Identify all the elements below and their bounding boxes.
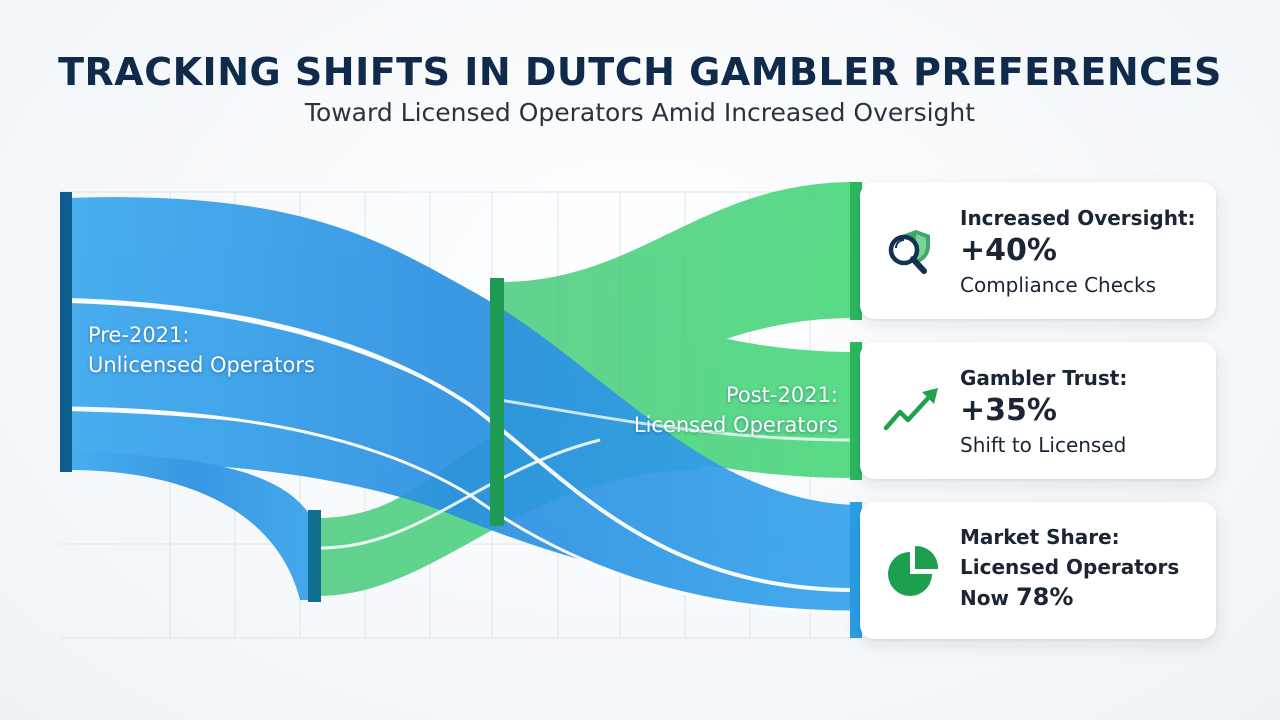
target-oversight-bar: [850, 182, 862, 320]
card-line3: Now 78%: [960, 582, 1206, 613]
flow-unlicensed-upper: [68, 197, 855, 590]
target-label-line2: Licensed Operators: [633, 413, 838, 437]
magnifier-shield-icon: [888, 230, 930, 274]
card-gambler-trust: Gambler Trust: +35% Shift to Licensed: [860, 342, 1216, 479]
target-label-line1: Post-2021:: [725, 383, 838, 407]
card-line3-prefix: Now: [960, 586, 1009, 610]
card-heading: Increased Oversight:: [960, 206, 1196, 230]
target-trust-bar: [850, 342, 862, 480]
card-market-share: Market Share: Licensed Operators Now 78%: [860, 502, 1216, 639]
target-market-bar: [850, 502, 862, 638]
card-heading: Gambler Trust:: [960, 366, 1128, 390]
source-node-label: Pre-2021: Unlicensed Operators: [88, 320, 315, 380]
trend-up-arrow-icon: [883, 388, 938, 431]
card-increased-oversight: Increased Oversight: +40% Compliance Che…: [860, 182, 1216, 319]
card-line2: Licensed Operators: [960, 555, 1180, 579]
card-value: +35%: [960, 393, 1057, 428]
card-value: +40%: [960, 233, 1057, 268]
page-subtitle: Toward Licensed Operators Amid Increased…: [304, 98, 976, 127]
middle-node-bar: [490, 278, 504, 526]
card-line3-value: 78%: [1015, 583, 1074, 611]
source-label-line2: Unlicensed Operators: [88, 353, 315, 377]
pie-chart-icon: [888, 545, 939, 596]
target-node-label: Post-2021: Licensed Operators: [612, 380, 838, 440]
page-title: TRACKING SHIFTS IN DUTCH GAMBLER PREFERE…: [58, 50, 1222, 94]
flow-separators: [67, 298, 856, 614]
source-node-bar: [60, 192, 72, 472]
card-note: Shift to Licensed: [960, 433, 1127, 457]
source-label-line1: Pre-2021:: [88, 323, 190, 347]
card-heading: Market Share:: [960, 525, 1120, 549]
blue-flows: [68, 197, 855, 612]
card-note: Compliance Checks: [960, 273, 1157, 297]
bottom-node-bar: [308, 510, 321, 602]
flow-unlicensed-lower: [68, 411, 855, 600]
flow-unlicensed-to-bottom: [68, 452, 318, 600]
